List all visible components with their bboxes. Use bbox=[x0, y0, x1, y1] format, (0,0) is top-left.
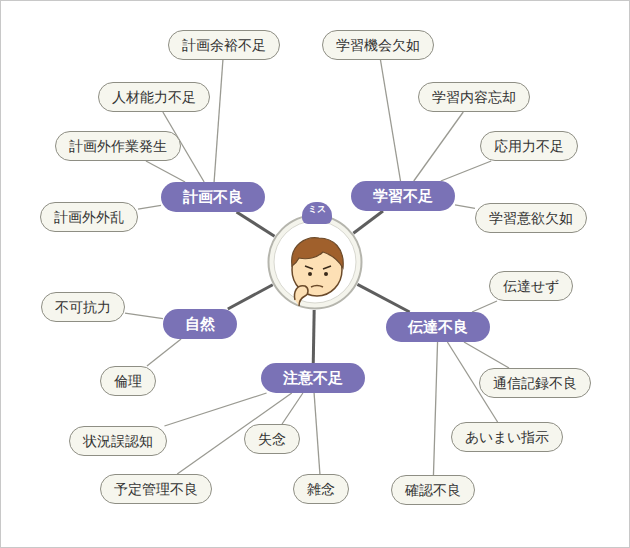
cause-label: 雑念 bbox=[307, 480, 335, 498]
main-branch bbox=[312, 310, 316, 363]
cause-label: 計画余裕不足 bbox=[182, 36, 266, 54]
cause-box: 通信記録不良 bbox=[479, 368, 591, 398]
cause-box: 計画外外乱 bbox=[40, 202, 138, 232]
category-label: 計画不良 bbox=[183, 188, 243, 206]
cause-label: 倫理 bbox=[114, 372, 142, 390]
cause-box: 確認不良 bbox=[391, 475, 475, 505]
sub-branch bbox=[472, 301, 497, 312]
cause-label: 失念 bbox=[258, 430, 286, 448]
badge-label: ミス bbox=[302, 202, 332, 224]
cause-label: 応用力不足 bbox=[494, 137, 564, 155]
cause-label: 人材能力不足 bbox=[112, 88, 196, 106]
sub-branch bbox=[414, 112, 463, 181]
category-label: 学習不足 bbox=[373, 187, 433, 205]
center-circle: ミス bbox=[267, 214, 363, 310]
cause-box: 不可抗力 bbox=[41, 292, 125, 322]
category-label: 自然 bbox=[185, 315, 215, 333]
cause-label: 状況誤認知 bbox=[83, 432, 153, 450]
sub-branch bbox=[433, 342, 437, 475]
sub-branch bbox=[455, 205, 475, 208]
cause-box: 学習意欲欠如 bbox=[475, 203, 587, 233]
cause-box: 予定管理不良 bbox=[100, 474, 212, 504]
cause-box: 雑念 bbox=[293, 474, 349, 504]
main-branch bbox=[228, 285, 273, 309]
cause-label: 伝達せず bbox=[503, 277, 559, 295]
cause-label: あいまい指示 bbox=[465, 428, 549, 446]
sub-branch bbox=[177, 393, 292, 474]
sub-branch bbox=[138, 205, 161, 209]
sub-branch bbox=[146, 161, 185, 182]
cause-box: 倫理 bbox=[100, 366, 156, 396]
category-box: 計画不良 bbox=[161, 182, 265, 212]
cause-box: 失念 bbox=[244, 424, 300, 454]
sub-branch bbox=[282, 393, 303, 424]
sub-branch bbox=[147, 339, 181, 366]
cause-label: 学習機会欠如 bbox=[336, 36, 420, 54]
cause-box: 応用力不足 bbox=[480, 131, 578, 161]
sub-branch bbox=[125, 313, 163, 319]
category-label: 伝達不良 bbox=[408, 318, 468, 336]
cause-box: 学習機会欠如 bbox=[322, 30, 434, 60]
cause-label: 計画外外乱 bbox=[54, 208, 124, 226]
cause-box: 学習内容忘却 bbox=[418, 82, 530, 112]
sub-branch bbox=[214, 60, 223, 182]
cause-label: 計画外作業発生 bbox=[69, 137, 167, 155]
cause-box: 状況誤認知 bbox=[69, 426, 167, 456]
category-box: 注意不足 bbox=[261, 363, 365, 393]
cause-label: 学習内容忘却 bbox=[432, 88, 516, 106]
cause-box: あいまい指示 bbox=[451, 422, 563, 452]
cause-label: 予定管理不良 bbox=[114, 480, 198, 498]
main-branch bbox=[353, 211, 383, 233]
cause-box: 人材能力不足 bbox=[98, 82, 210, 112]
face-illustration bbox=[267, 214, 363, 310]
sub-branch bbox=[314, 393, 320, 474]
cause-box: 計画余裕不足 bbox=[168, 30, 280, 60]
cause-label: 確認不良 bbox=[405, 481, 461, 499]
category-box: 伝達不良 bbox=[386, 312, 490, 342]
sub-branch bbox=[441, 161, 491, 181]
main-branch bbox=[357, 284, 409, 312]
sub-branch bbox=[380, 60, 400, 181]
category-label: 注意不足 bbox=[283, 369, 343, 387]
cause-label: 不可抗力 bbox=[55, 298, 111, 316]
main-branch bbox=[237, 212, 275, 236]
cause-label: 通信記録不良 bbox=[493, 374, 577, 392]
sub-branch bbox=[464, 342, 509, 368]
cause-label: 学習意欲欠如 bbox=[489, 209, 573, 227]
cause-box: 計画外作業発生 bbox=[55, 131, 181, 161]
category-box: 学習不足 bbox=[351, 181, 455, 211]
cause-box: 伝達せず bbox=[489, 271, 573, 301]
category-box: 自然 bbox=[163, 309, 237, 339]
